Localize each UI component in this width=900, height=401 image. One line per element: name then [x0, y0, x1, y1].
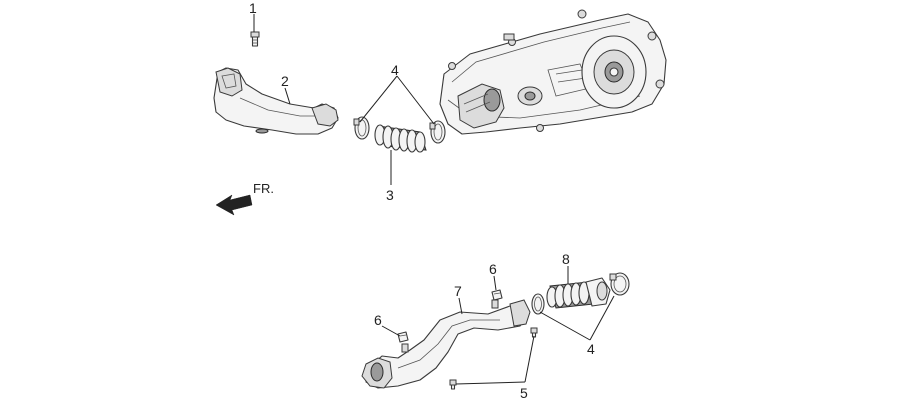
leader-lines [253, 14, 615, 385]
part-8-lower-boot [546, 277, 611, 309]
part-5-screw-upper [530, 327, 538, 338]
part-6-clip-left [397, 331, 409, 343]
callout-3: 3 [386, 187, 394, 203]
callout-8: 8 [562, 251, 570, 267]
callout-7: 7 [454, 283, 462, 299]
part-4-clamp-bottom-left [531, 293, 545, 315]
front-label: FR. [253, 181, 274, 196]
part-4-clamp-right [429, 120, 446, 144]
callout-1: 1 [249, 0, 257, 16]
callout-2: 2 [281, 73, 289, 89]
callout-6-left: 6 [374, 312, 382, 328]
callout-4-top: 4 [391, 62, 399, 78]
part-5-screw-lower [449, 379, 457, 390]
callout-6-right: 6 [489, 261, 497, 277]
callout-4-bottom: 4 [587, 341, 595, 357]
front-direction-indicator: FR. [215, 181, 274, 216]
part-2-intake-duct [213, 67, 339, 135]
part-4-clamp-left [353, 116, 370, 140]
part-6-clip-right [491, 289, 503, 301]
transmission-cover [439, 9, 667, 135]
part-4-clamp-bottom-right [609, 272, 630, 296]
part-7-lower-duct [361, 299, 531, 389]
part-3-rubber-boot [374, 124, 427, 153]
arrow-left-icon [215, 194, 253, 216]
callout-5: 5 [520, 385, 528, 401]
part-1-bolt [250, 31, 260, 47]
